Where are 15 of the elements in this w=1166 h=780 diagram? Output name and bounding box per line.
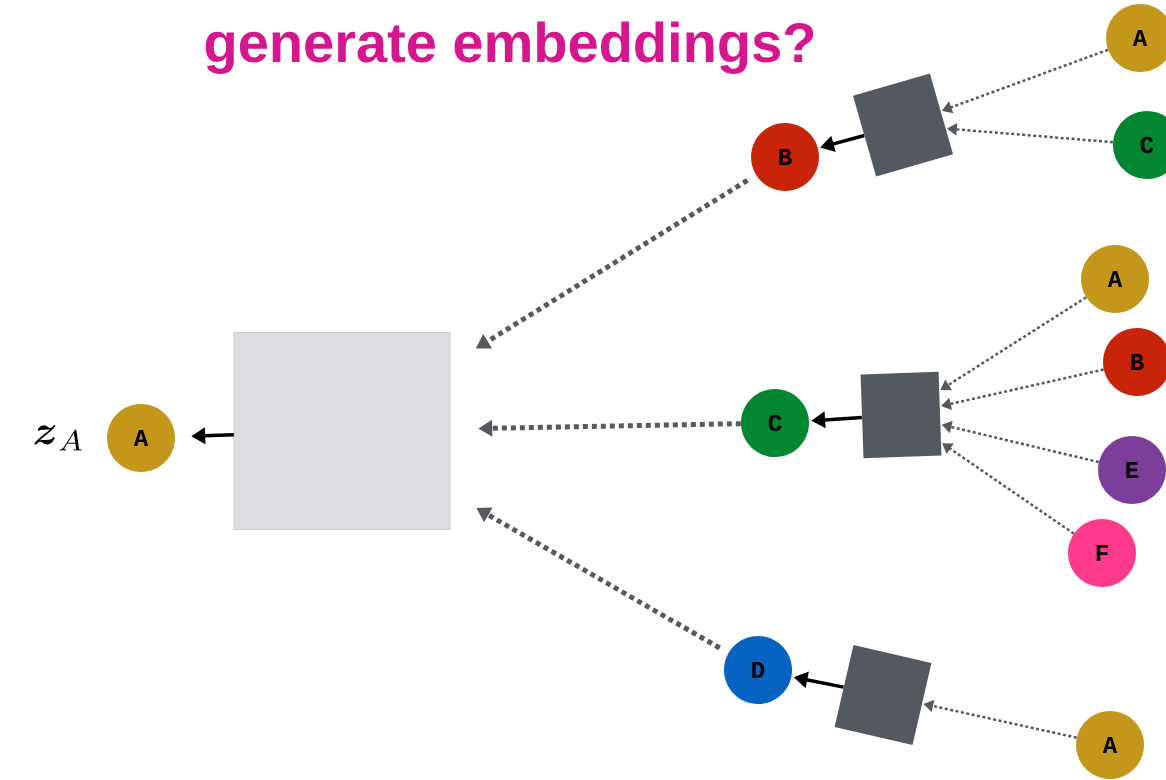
- circle-node: A: [107, 404, 175, 472]
- square-block: [853, 73, 954, 177]
- arrow: [942, 443, 1075, 535]
- circle-node: D: [724, 636, 792, 704]
- circle-node: B: [751, 123, 819, 191]
- circle-node: C: [741, 389, 809, 457]
- square-block: [834, 645, 932, 745]
- circle-node: E: [1098, 436, 1166, 504]
- circle-node: F: [1068, 519, 1136, 587]
- circle-node: A: [1081, 245, 1149, 313]
- math-label: $\boldsymbol{z}_A$: [34, 425, 82, 451]
- circle-node: A: [1076, 711, 1144, 779]
- large-box: [233, 332, 451, 530]
- title: generate embeddings?: [205, 21, 814, 74]
- square-block: [860, 371, 942, 459]
